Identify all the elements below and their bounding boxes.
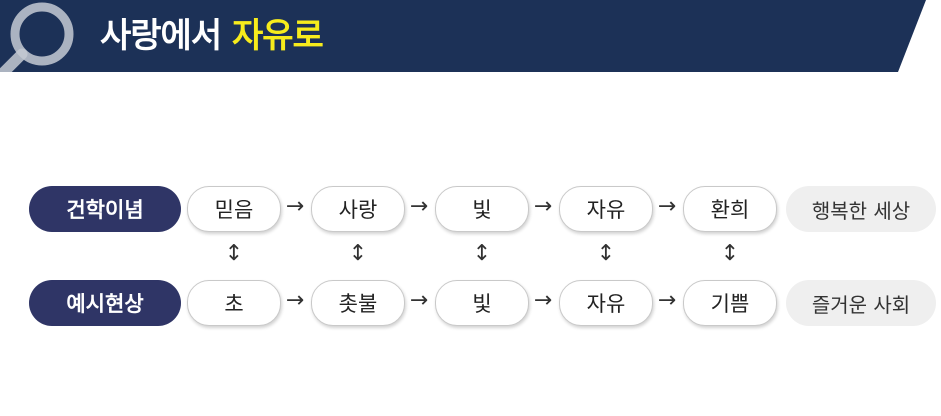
concept-pill: 자유 [559,280,653,326]
title-highlight: 자유로 [231,16,324,56]
updown-arrow-icon: ↕ [472,241,492,266]
right-arrow-icon: → [657,194,677,219]
right-arrow-icon: → [409,194,429,219]
concept-pill: 빛 [435,280,529,326]
result-pill: 즐거운 사회 [786,280,936,326]
banner-shape [0,0,926,72]
concept-pill: 믿음 [187,186,281,232]
updown-arrow-icon: ↕ [720,241,740,266]
row-label: 예시현상 [29,280,181,326]
updown-arrow-icon: ↕ [348,241,368,266]
page-title: 사랑에서 자유로 [100,14,324,58]
concept-pill: 사랑 [311,186,405,232]
row-label: 건학이념 [29,186,181,232]
concept-pill: 자유 [559,186,653,232]
updown-arrow-icon: ↕ [224,241,244,266]
right-arrow-icon: → [533,288,553,313]
concept-pill: 빛 [435,186,529,232]
row-example-phenomena: 예시현상 초 → 촛불 → 빛 → 자유 → 기쁨 즐거운 사회 [0,280,941,330]
right-arrow-icon: → [409,288,429,313]
right-arrow-icon: → [657,288,677,313]
magnifier-icon [0,2,74,72]
concept-pill: 초 [187,280,281,326]
row-founding-ideology: 건학이념 믿음 → 사랑 → 빛 → 자유 → 환희 행복한 세상 [0,186,941,236]
right-arrow-icon: → [285,194,305,219]
right-arrow-icon: → [533,194,553,219]
concept-pill: 환희 [683,186,777,232]
updown-arrow-icon: ↕ [596,241,616,266]
right-arrow-icon: → [285,288,305,313]
title-prefix: 사랑에서 [100,16,232,56]
header-banner: 사랑에서 자유로 [0,0,941,72]
concept-pill: 기쁨 [683,280,777,326]
concept-pill: 촛불 [311,280,405,326]
result-pill: 행복한 세상 [786,186,936,232]
